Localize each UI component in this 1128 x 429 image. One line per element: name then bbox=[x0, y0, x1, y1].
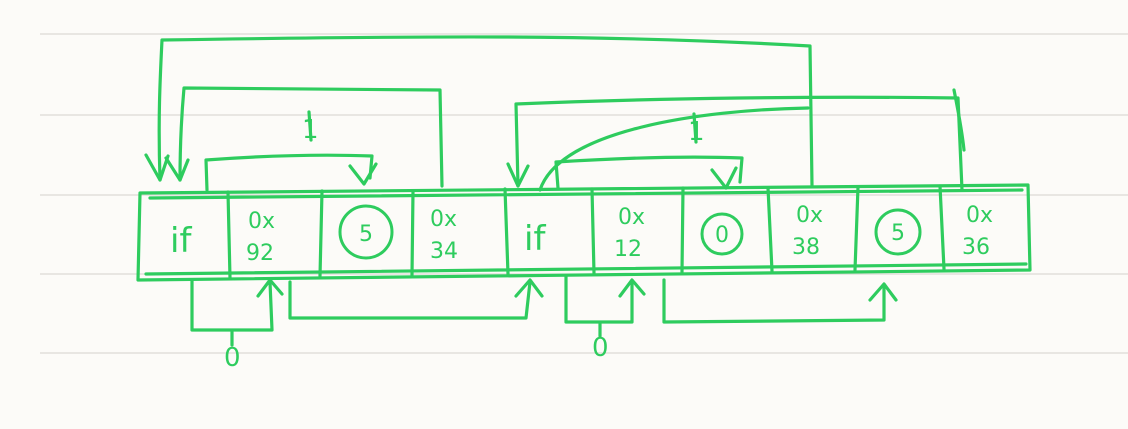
tape-cells: if 0x 92 5 0x 34 if 0x 12 0 0x 38 5 0x 3… bbox=[170, 203, 993, 266]
lower-loop-label-2: 0 bbox=[592, 333, 609, 363]
upper-inner-label-1: 1 bbox=[302, 115, 319, 145]
lower-loop-arrowhead-2 bbox=[618, 278, 646, 298]
lower-link-2 bbox=[662, 278, 886, 324]
lower-link-arrowhead-1 bbox=[514, 278, 544, 298]
outer-link-arrowhead bbox=[144, 153, 170, 182]
cell-4-bottom: 34 bbox=[430, 239, 458, 264]
inner-link-tick-2 bbox=[692, 112, 698, 144]
outer-link-arc-2 bbox=[514, 95, 964, 192]
cell-3-circle bbox=[338, 204, 394, 260]
mid-link-arrowhead bbox=[164, 156, 190, 182]
lower-link-1 bbox=[288, 280, 532, 320]
tape-outline-inner bbox=[144, 188, 1028, 276]
cell-7-circle bbox=[700, 212, 744, 256]
cell-4-top: 0x bbox=[430, 207, 457, 232]
inner-link-tick-1 bbox=[307, 110, 313, 142]
edge-labels: 1 1 0 0 bbox=[224, 115, 705, 373]
cell-3: 5 bbox=[359, 222, 373, 247]
cell-1: if bbox=[170, 221, 192, 261]
cell-10-top: 0x bbox=[966, 203, 993, 228]
outer-link-arrowhead-2 bbox=[506, 162, 530, 188]
cell-10-bottom: 36 bbox=[962, 235, 990, 260]
lower-link-arrowhead-2 bbox=[868, 282, 898, 302]
cell-8-top: 0x bbox=[796, 203, 823, 228]
outer-link-arc bbox=[157, 35, 814, 187]
inner-link-arc-2 bbox=[554, 155, 744, 190]
cell-9: 5 bbox=[891, 221, 905, 246]
cell-6-bottom: 12 bbox=[614, 237, 642, 262]
cell-7: 0 bbox=[715, 223, 729, 248]
inner-link-arrowhead-1 bbox=[348, 162, 378, 186]
tape-outline bbox=[136, 183, 1032, 282]
inner-link-arc-1 bbox=[204, 153, 374, 192]
mid-link-arc bbox=[178, 86, 444, 188]
cell-2-bottom: 92 bbox=[246, 241, 274, 266]
cell-dividers bbox=[226, 184, 946, 280]
mid-link-arc-2 bbox=[538, 106, 810, 192]
cell-5: if bbox=[524, 219, 546, 259]
inner-link-arrowhead-2 bbox=[710, 166, 738, 190]
outer-link-arrowhead-3 bbox=[952, 88, 966, 152]
cell-9-circle bbox=[874, 208, 922, 256]
lower-loop-1 bbox=[190, 278, 274, 332]
cell-8-bottom: 38 bbox=[792, 235, 820, 260]
cell-2-top: 0x bbox=[248, 209, 275, 234]
upper-inner-label-2: 1 bbox=[688, 117, 705, 147]
lower-loop-arrowhead-1 bbox=[256, 278, 284, 298]
lower-loop-label-1: 0 bbox=[224, 343, 241, 373]
lower-loop-2 bbox=[564, 274, 634, 324]
cell-6-top: 0x bbox=[618, 205, 645, 230]
